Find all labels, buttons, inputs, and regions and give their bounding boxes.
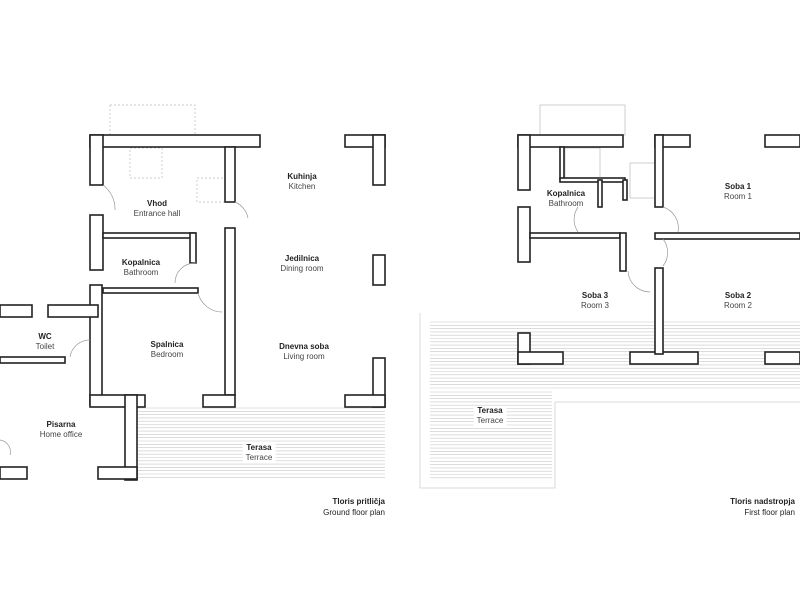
stairs-ground bbox=[109, 104, 226, 203]
ground-floor-walls bbox=[0, 134, 386, 481]
first-terrace bbox=[419, 313, 800, 489]
first-floor-walls bbox=[517, 134, 800, 365]
